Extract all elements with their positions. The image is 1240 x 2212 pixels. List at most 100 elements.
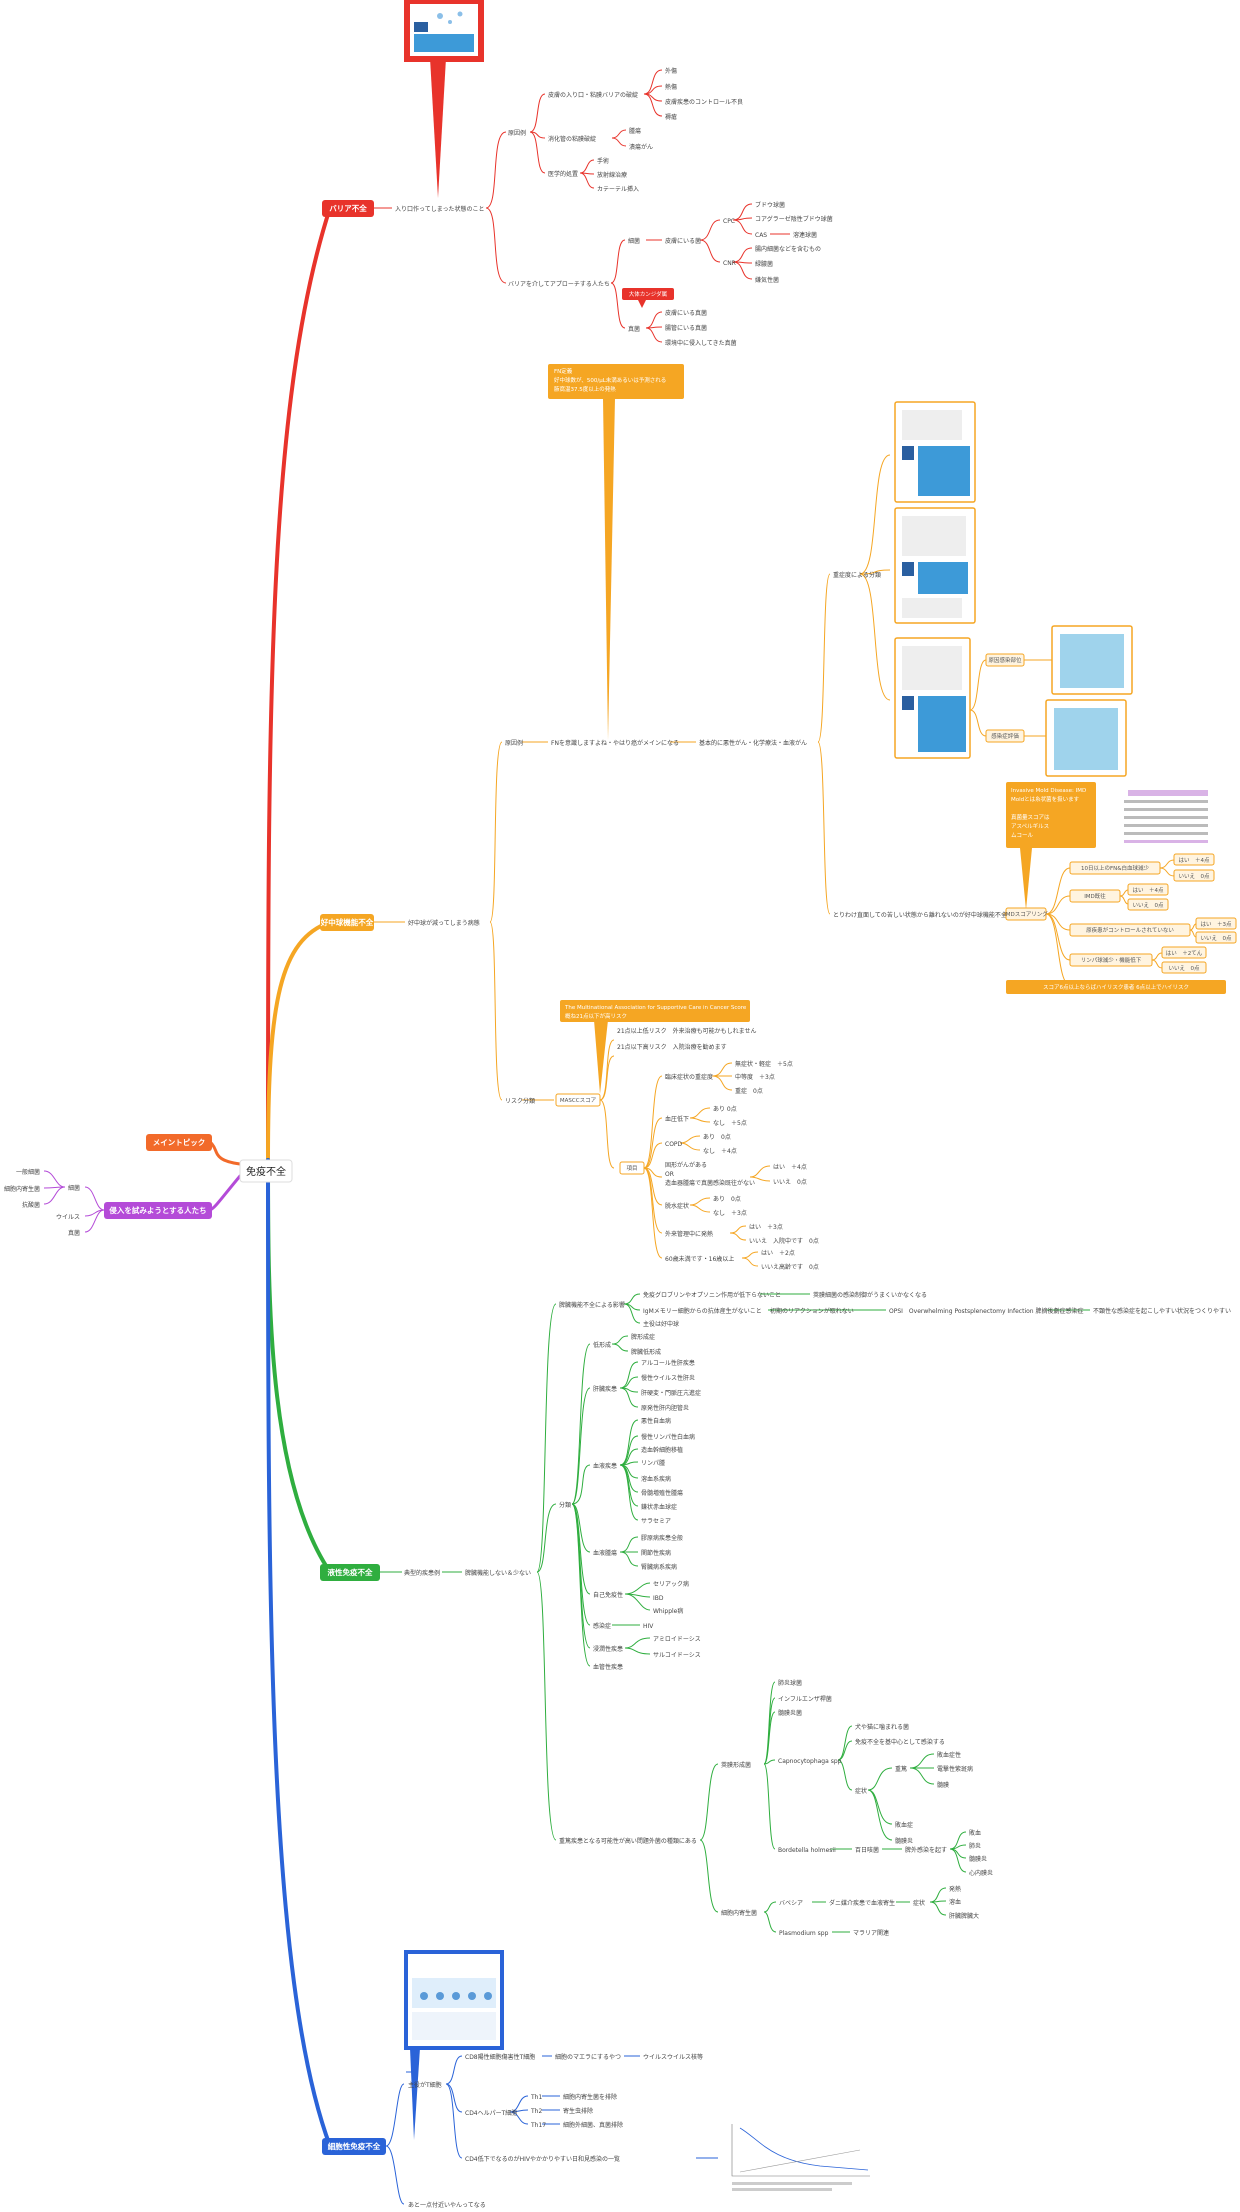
barrier-fungi-1: 腸管にいる真菌 (665, 324, 707, 332)
item-2: 血圧低下 (665, 1115, 689, 1123)
score-result[interactable]: スコア6点以上ならばハイリスク患者 6点以上でハイリスク (1006, 980, 1226, 994)
trunk-lines (208, 206, 332, 2148)
humoral-c2-3: 原発性肝内胆管炎 (641, 1404, 689, 1412)
main-topic-label: メイントピック (153, 1137, 206, 1147)
q4-no[interactable]: いいえ 0点 (1161, 961, 1207, 974)
humoral-c3-3: リンパ腫 (641, 1459, 665, 1467)
barrier-a3-1: 放射線治療 (597, 171, 627, 179)
barrier-fungi: 真菌 (628, 325, 640, 333)
humoral-c3-6: 鎌状赤血球症 (641, 1503, 677, 1511)
humoral-opsi2: 不顕性な感染症を起こしやすい状況をつくりやすい (1093, 1307, 1231, 1315)
cellular-aids-chart-thumb[interactable] (722, 2116, 878, 2196)
humoral-jv-0: 敗血症性 (937, 1751, 961, 1759)
barrier-fungi-0: 皮膚にいる真菌 (665, 309, 707, 317)
mascc-callout-0: The Multinational Association for Suppor… (564, 1005, 747, 1011)
humoral-l2: 脾臓機能しない＆少ない (465, 1569, 531, 1577)
severity-thumb-3[interactable] (894, 637, 971, 759)
humoral-babv-0: 発熱 (949, 1885, 961, 1893)
q1-no[interactable]: いいえ 0点 (1173, 869, 1215, 882)
neutro-node[interactable]: 好中球機能不全 (320, 914, 374, 931)
main-topic-node[interactable]: メイントピック (146, 1134, 212, 1151)
humoral-c4: 血液腫瘍 (593, 1549, 617, 1557)
items-node[interactable]: 項目 (619, 1161, 645, 1175)
idd-callout-4: アスペルギルス (1011, 823, 1049, 830)
q2-node[interactable]: IMD既往 (1069, 889, 1121, 903)
idd-thumb[interactable] (1116, 782, 1212, 854)
neutro-chemo: 基本的に悪性がん・化学療法・血液がん (699, 739, 807, 747)
left-branch-node[interactable]: 侵入を試みようとする人たち (104, 1202, 212, 1219)
center-node[interactable]: 免疫不全 (239, 1159, 293, 1183)
crit-b-label: 感染症評価 (991, 732, 1019, 740)
humoral-bord2: 脾外感染を起す (905, 1846, 947, 1854)
barrier-node[interactable]: バリア不全 (322, 200, 374, 217)
mascc-callout[interactable]: The Multinational Association for Suppor… (560, 1000, 750, 1022)
humoral-node[interactable]: 液性免疫不全 (320, 1564, 380, 1581)
humoral-c5-2: Whipple病 (653, 1607, 683, 1615)
neutro-cause: 原因例 (505, 739, 523, 747)
humoral-c1: 低形成 (593, 1341, 611, 1349)
barrier-a1-3: 褥瘡 (665, 113, 677, 121)
q4-yes[interactable]: はい ＋2てん (1161, 946, 1207, 959)
humoral-kmk-1: インフルエンザ桿菌 (778, 1695, 832, 1703)
svg-text:はい ＋4点: はい ＋4点 (1133, 887, 1164, 894)
humoral-h1: 脾臓機能不全による影響 (559, 1301, 625, 1309)
neutro-risk: リスク分類 (505, 1097, 535, 1105)
q2-yes[interactable]: はい ＋4点 (1127, 883, 1169, 896)
severity-thumb-1[interactable] (894, 401, 976, 503)
left-branch (43, 1170, 105, 1233)
q1-node[interactable]: 10日以上のFN&白血球減少 (1069, 861, 1161, 875)
q4-node[interactable]: リンパ球減少・機能低下 (1069, 953, 1153, 967)
barrier-thumbnail[interactable] (404, 0, 484, 62)
crit-b-node[interactable]: 感染症評価 (985, 729, 1025, 743)
humoral-c7-0: アミロイドーシス (653, 1636, 701, 1643)
barrier-cnr: CNR (723, 260, 736, 267)
q3-yes[interactable]: はい ＋3点 (1195, 917, 1237, 930)
barrier-a1-1: 熱傷 (665, 83, 677, 91)
crit-a-thumb[interactable] (1051, 625, 1133, 695)
humoral-capno: Capnocytophaga spp (778, 1758, 842, 1765)
cellular-label: 細胞性免疫不全 (328, 2141, 381, 2151)
humoral-c4-1: 関節性疾病 (641, 1549, 671, 1557)
fn-callout[interactable]: FN定義 好中球数が、500/μL未満あるいは予測される 腋窩温37.5度以上の… (548, 364, 684, 399)
cellular-callout-pointer (410, 2048, 420, 2140)
neutro-lines (374, 454, 1197, 1267)
mascc-node[interactable]: MASCCスコア (555, 1093, 601, 1107)
humoral-kmk: 莢膜形成菌 (721, 1761, 751, 1769)
barrier-cause: 原因例 (508, 129, 526, 137)
humoral-l1: 典型的疾患例 (404, 1569, 440, 1577)
q3-no[interactable]: いいえ 0点 (1195, 931, 1237, 944)
severity-thumb-2[interactable] (894, 507, 976, 624)
idd-score-node[interactable]: IMDスコアリング (1004, 907, 1048, 921)
barrier-fungi-2: 環境中に侵入してきた真菌 (665, 339, 737, 347)
humoral-kmk-0: 肺炎球菌 (778, 1679, 802, 1687)
barrier-fungi-tag[interactable]: 大体カンジダ属 (622, 288, 674, 308)
q3-node[interactable]: 原疾患がコントロールされていない (1069, 923, 1191, 937)
q3-label: 原疾患がコントロールされていない (1086, 926, 1174, 934)
q2-no[interactable]: いいえ 0点 (1127, 898, 1169, 911)
barrier-cpc-1: コアグラーゼ陰性ブドウ球菌 (755, 215, 833, 223)
humoral-plas1: マラリア関連 (853, 1929, 889, 1937)
humoral-meningitis: 髄膜炎 (895, 1837, 913, 1845)
crit-b-thumb[interactable] (1045, 699, 1127, 777)
idd-callout[interactable]: Invasive Mold Disease: IMD Moldとは糸状菌を扱いま… (1006, 782, 1096, 848)
humoral-babv-2: 肝臓脾臓大 (949, 1912, 979, 1920)
item-1-1: 中等度 ＋3点 (735, 1073, 775, 1081)
fn-callout-line-0: 好中球数が、500/μL未満あるいは予測される (554, 376, 666, 384)
cellular-cd4: CD4ヘルパーT細胞 (465, 2109, 517, 2117)
crit-a-node[interactable]: 原因感染部位 (985, 653, 1025, 667)
barrier-callout-pointer (430, 58, 446, 198)
neutro-label: 好中球機能不全 (320, 917, 374, 927)
item-2-1: なし ＋5点 (713, 1119, 747, 1127)
left-grandchild-2: 抗酸菌 (22, 1201, 40, 1209)
barrier-l1: 入り口作ってしまった状態のこと (395, 205, 484, 213)
item-5: 脱水症状 (665, 1202, 689, 1210)
cellular-cd8: CD8陽性細胞傷害性T細胞 (465, 2053, 535, 2061)
neutro-idd: とりわけ直面しての苦しい状態から離れないのが好中球機能不全 (833, 911, 1007, 919)
humoral-h1c: 主役は好中球 (643, 1320, 679, 1328)
mascc-note-1: 21点以上低リスク 外来治療も可能かもしれません (617, 1027, 756, 1035)
humoral-c4-0: 膠原病疾患全般 (641, 1534, 683, 1542)
cellular-thumbnail[interactable] (404, 1950, 504, 2050)
cellular-node[interactable]: 細胞性免疫不全 (322, 2138, 386, 2155)
q1-yes[interactable]: はい ＋4点 (1173, 853, 1215, 866)
barrier-a2-0: 腫瘍 (629, 127, 641, 135)
